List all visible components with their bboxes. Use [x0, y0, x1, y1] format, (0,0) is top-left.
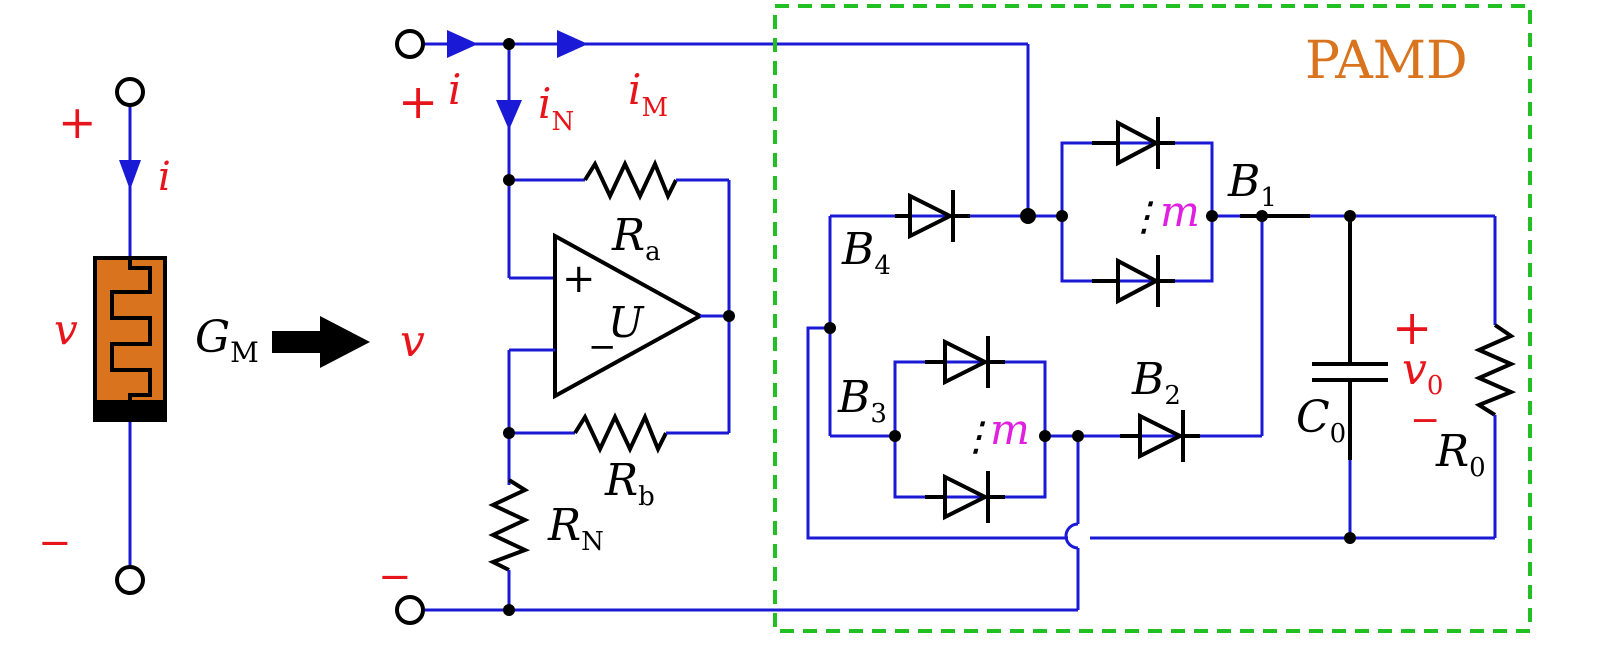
junction-dot	[824, 322, 836, 334]
rn-label: RN	[547, 500, 604, 557]
emulator-circuit: + − U + i iN iM v − Ra Rb RN	[378, 29, 1080, 625]
diode-b3-top	[925, 336, 1005, 388]
junction-dot	[723, 310, 735, 322]
v0-minus-label: −	[1410, 400, 1440, 441]
opamp-triangle	[553, 232, 705, 400]
junction-dot	[503, 427, 515, 439]
junction-dot	[1039, 430, 1051, 442]
device-voltage-label: v	[54, 305, 78, 354]
device-minus-label: −	[38, 520, 72, 566]
junction-dot	[1256, 210, 1268, 222]
b2-label: B2	[1131, 354, 1181, 411]
gm-label: GM	[195, 312, 259, 369]
v0-plus-label: +	[1392, 300, 1432, 356]
input-plus-label: +	[398, 74, 438, 130]
junction-dot	[1344, 532, 1356, 544]
opamp-plus-sign: +	[562, 256, 596, 302]
ra-label: Ra	[611, 210, 661, 267]
diode-b1-top	[1092, 117, 1175, 169]
diode-b3-bottom	[925, 471, 1005, 523]
im-current-arrow-icon	[557, 30, 588, 58]
pamd-block: PAMD ⋮ m	[773, 4, 1532, 633]
b3-label: B3	[837, 372, 887, 429]
c0-label: C0	[1296, 392, 1346, 449]
diode-b4	[895, 190, 970, 242]
pamd-dashed-border	[773, 4, 1532, 633]
opamp-minus-sign: −	[588, 327, 617, 367]
junction-dot	[889, 430, 901, 442]
r0-label: R0	[1435, 426, 1486, 483]
resistor-rb	[573, 412, 668, 454]
b3-parallel-rail	[893, 360, 1047, 499]
junction-dot	[1344, 210, 1356, 222]
input-terminal-top	[395, 29, 425, 59]
resistor-r0	[1474, 323, 1517, 417]
wire-crossover-hop	[1064, 522, 1079, 550]
resistor-rn	[488, 478, 531, 572]
b3-ellipsis: ⋮	[956, 414, 996, 460]
resistor-ra	[583, 159, 678, 201]
b1-ellipsis: ⋮	[1124, 194, 1164, 240]
pamd-title: PAMD	[1305, 31, 1468, 91]
junction-dot	[1020, 208, 1036, 224]
device-plus-label: +	[58, 95, 97, 149]
junction-dot	[503, 38, 515, 50]
junction-dot	[503, 604, 515, 616]
input-voltage-label: v	[400, 316, 425, 367]
current-arrow-icon	[119, 160, 141, 190]
memristor-device: + − i v GM	[38, 77, 259, 595]
in-current-arrow-icon	[496, 100, 522, 130]
junction-dot	[1206, 210, 1218, 222]
v0-label: v0	[1402, 344, 1443, 401]
rb-label: Rb	[604, 455, 655, 512]
im-label: iM	[628, 65, 668, 123]
junction-dot	[1056, 210, 1068, 222]
b3-count-label: m	[990, 405, 1030, 454]
input-terminal-bottom	[395, 595, 425, 625]
terminal-top	[115, 77, 145, 107]
input-current-arrow-icon	[447, 30, 478, 58]
right-arrow-icon	[272, 316, 370, 368]
memristor-serpentine	[110, 258, 152, 400]
terminal-bottom	[115, 565, 145, 595]
diode-b1-bottom	[1092, 255, 1175, 307]
b1-count-label: m	[1160, 187, 1200, 236]
junction-dot	[1072, 430, 1084, 442]
device-current-label: i	[158, 154, 171, 200]
b4-label: B4	[841, 224, 891, 281]
input-minus-label: −	[378, 554, 412, 600]
in-label: iN	[538, 79, 574, 137]
diode-b2	[1120, 410, 1200, 462]
opamp-name: U	[608, 298, 645, 347]
junction-dot	[503, 174, 515, 186]
b1-label: B1	[1227, 156, 1277, 213]
bottom-loop-wire-left	[806, 326, 1068, 540]
input-current-label: i	[448, 65, 461, 114]
memristor-polarity-band	[95, 400, 165, 420]
